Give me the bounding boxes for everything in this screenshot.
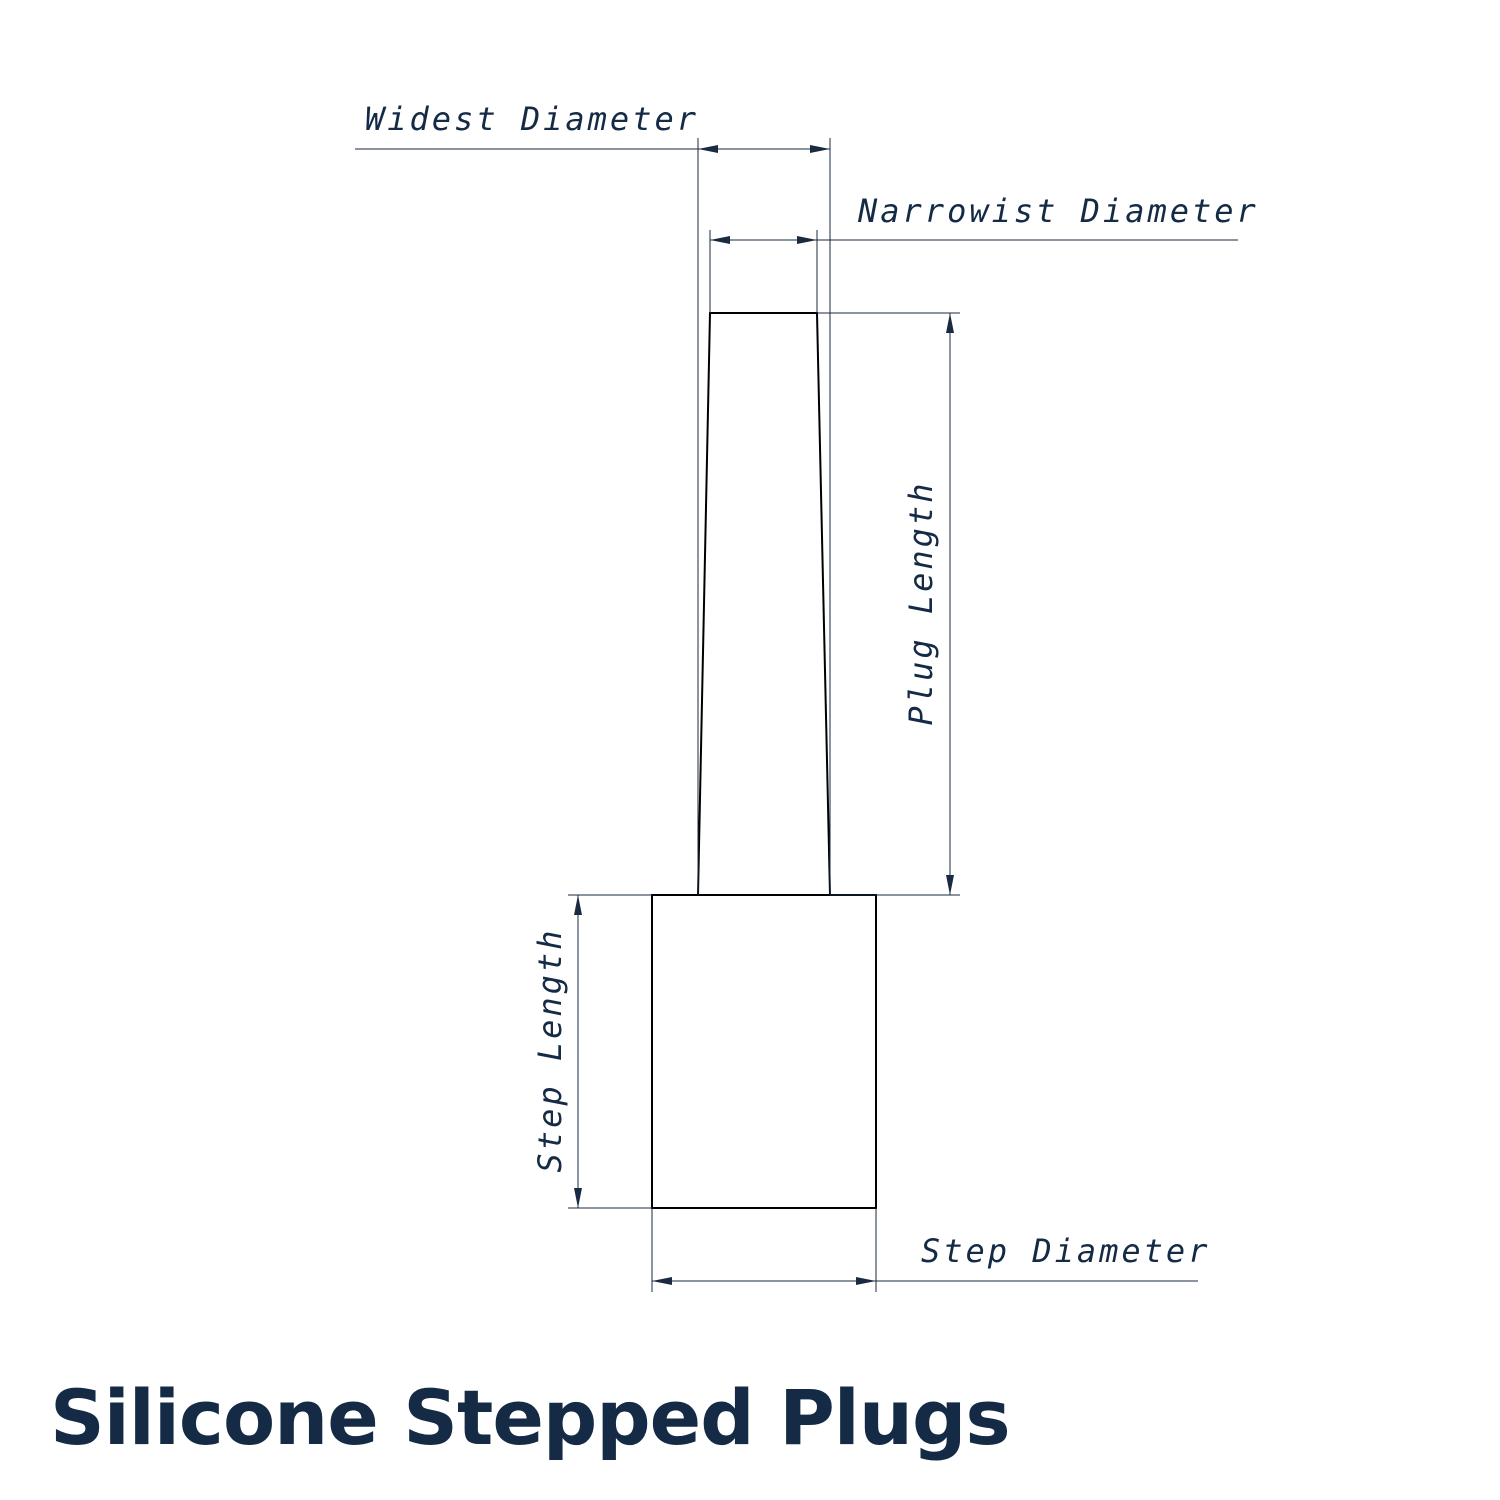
- step-diameter-dimension: Step Diameter: [651, 1208, 1210, 1292]
- plug-length-dimension: Plug Length: [817, 312, 960, 896]
- step-length-label: Step Length: [531, 928, 569, 1173]
- step-length-dimension: Step Length: [531, 894, 652, 1209]
- page-title: Silicone Stepped Plugs: [50, 1373, 1011, 1462]
- narrowest-diameter-label: Narrowist Diameter: [857, 192, 1259, 230]
- plug-length-label: Plug Length: [902, 481, 940, 726]
- widest-diameter-label: Widest Diameter: [365, 100, 699, 138]
- step-diameter-label: Step Diameter: [921, 1232, 1210, 1270]
- tapered-plug-outline: [696, 312, 832, 896]
- step-outline: [651, 894, 877, 1209]
- widest-diameter-dimension: Widest Diameter: [355, 100, 831, 895]
- narrowest-diameter-dimension: Narrowist Diameter: [709, 192, 1259, 313]
